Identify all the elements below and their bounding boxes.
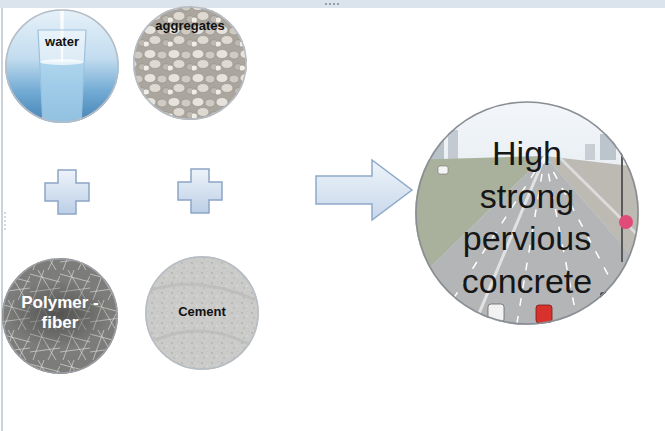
ingredient-circle: water [5, 9, 119, 123]
circle-outline [134, 7, 246, 119]
highway-photo [360, 95, 665, 335]
plus-sign [178, 169, 222, 213]
window-frame [329, 3, 331, 5]
fiber-photo [0, 255, 122, 377]
fiber-photo [6, 280, 110, 348]
cement-photo [150, 284, 255, 345]
node-label: aggregates [147, 18, 233, 34]
node-label: Cement [157, 304, 247, 320]
highway-photo [585, 144, 595, 160]
ingredient-circle: aggregates [133, 6, 247, 120]
circle-outline [3, 259, 117, 373]
highway-photo [621, 128, 623, 262]
aggregates-photo [130, 0, 250, 125]
node-label: High strong pervious concrete [452, 132, 602, 302]
highway-photo [600, 126, 622, 130]
highway-photo [619, 215, 633, 229]
ingredient-circle: Polymer -fiber [2, 258, 118, 374]
plus-sign [45, 170, 89, 214]
window-frame [337, 3, 339, 5]
aggregates-photo [130, 0, 250, 125]
water-photo [40, 62, 84, 124]
circle-outline [416, 102, 638, 324]
water-photo [0, 0, 130, 130]
highway-photo [536, 305, 552, 323]
circle-outline [5, 9, 119, 123]
water-photo [40, 59, 84, 65]
cement-photo [140, 252, 264, 376]
window-frame [5, 212, 6, 232]
highway-photo [438, 166, 448, 174]
plus-sign [45, 169, 222, 214]
circle-outline [146, 257, 258, 369]
ingredient-circle: Cement [145, 256, 259, 370]
node-label: water [16, 34, 108, 50]
water-photo [0, 0, 130, 130]
window-frame [325, 3, 327, 5]
window-frame [333, 3, 335, 5]
circle-outline [6, 10, 118, 122]
ingredient-circle: High strong pervious concrete [415, 101, 639, 325]
fiber-photo [0, 255, 122, 377]
block-arrow [316, 160, 412, 220]
block-arrow [316, 160, 412, 220]
window-frame [0, 0, 665, 8]
cement-photo [140, 252, 264, 376]
node-label: Polymer -fiber [18, 293, 102, 334]
window-frame [1, 8, 3, 431]
